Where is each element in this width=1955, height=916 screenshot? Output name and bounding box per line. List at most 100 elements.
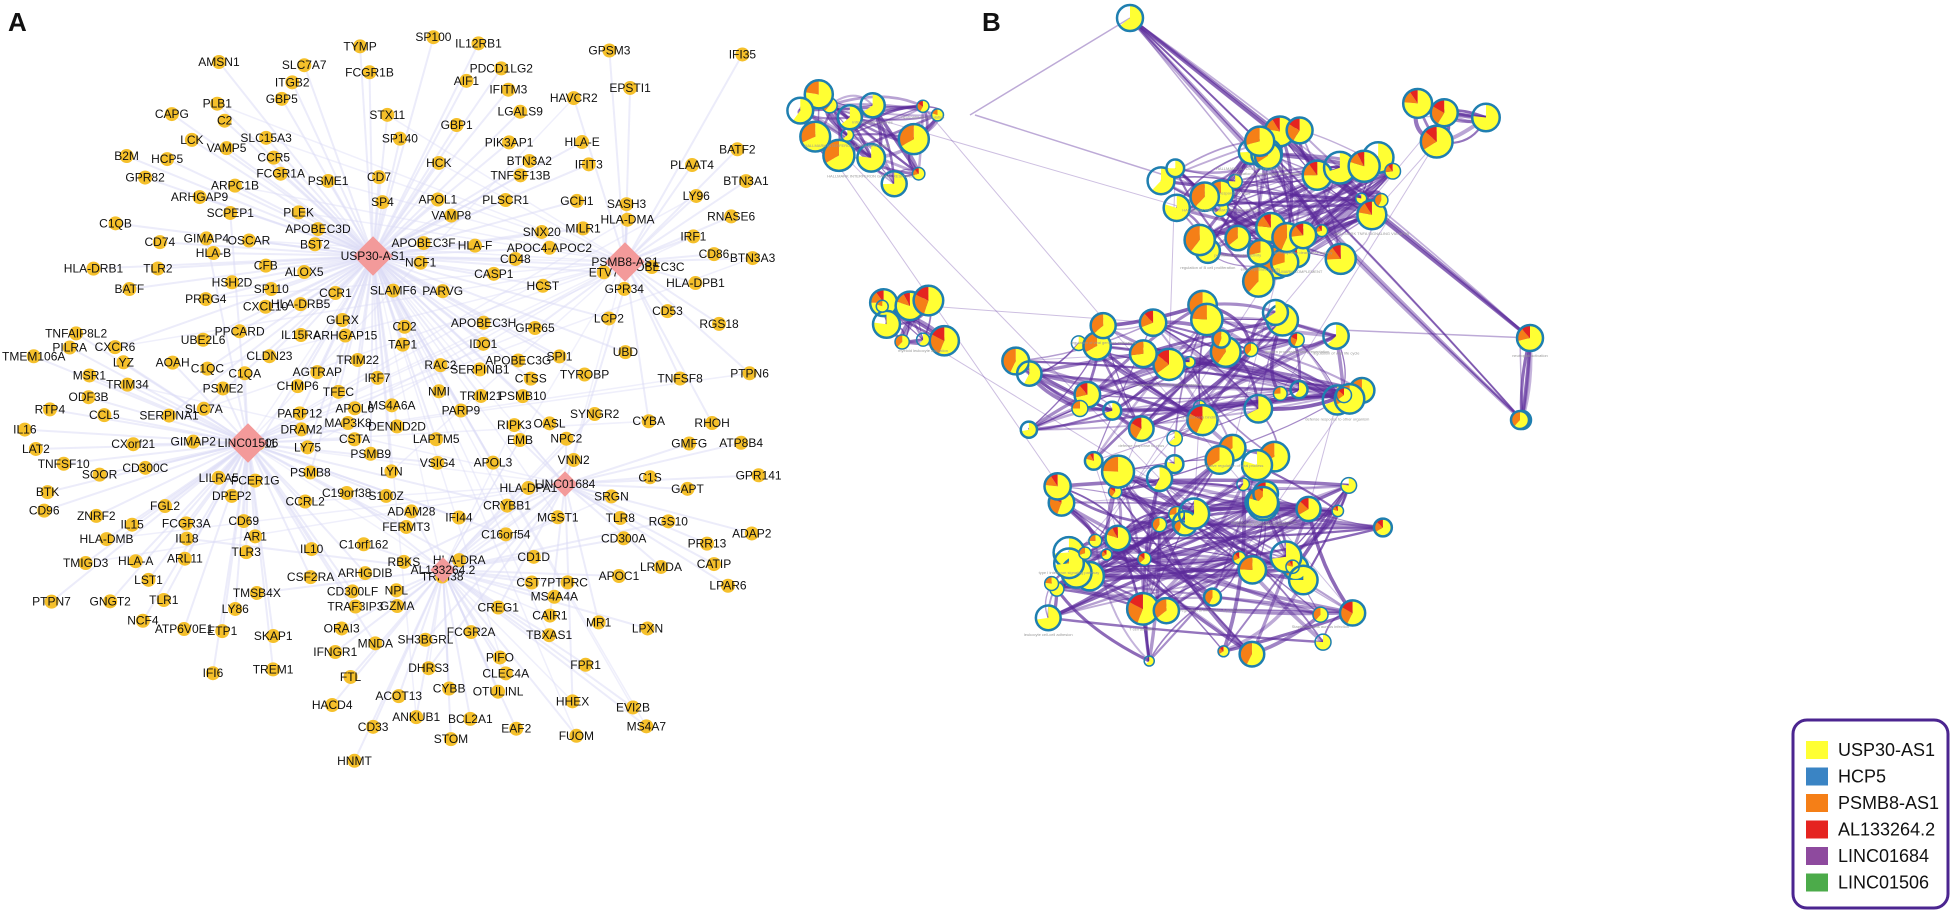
gene-node: LY75 [294, 440, 321, 455]
edge-a [624, 164, 693, 263]
edge-a [131, 442, 249, 526]
gene-node-circle [266, 662, 281, 677]
gene-node-circle [224, 488, 239, 503]
pie-slice [1050, 473, 1058, 487]
edge-b [1157, 523, 1254, 656]
gene-label: CAPG [155, 107, 189, 121]
pie-outline [1083, 450, 1104, 471]
gene-label: CD96 [29, 504, 60, 518]
edge-b [1060, 501, 1321, 617]
pie-slice [1308, 160, 1318, 176]
gene-node-circle [472, 362, 487, 377]
gene-node-circle [418, 632, 433, 647]
gene-node-circle [356, 537, 371, 552]
gene-node-circle [673, 371, 688, 386]
gene-node: MS4A7 [627, 719, 666, 734]
gene-node-circle [328, 286, 343, 301]
gene-label: OTULINL [473, 685, 524, 699]
gene-node-circle [661, 514, 676, 529]
pie-slice [1089, 452, 1094, 461]
gene-node-circle [228, 601, 243, 616]
pie-outline [1217, 645, 1230, 658]
gene-node: PPCARD [215, 324, 265, 339]
gene-node: TRAF3IP3 [327, 599, 384, 614]
gene-node-circle [232, 324, 247, 339]
pie-slice [1375, 518, 1392, 537]
gene-label: VAMP8 [431, 209, 471, 223]
gene-label: CLEC4A [482, 666, 529, 680]
pie-slice [1517, 328, 1530, 342]
gene-node: TLR1 [149, 593, 179, 608]
gene-node-circle [362, 65, 377, 80]
gene-label: PLSCR1 [482, 193, 529, 207]
gene-node-circle [179, 516, 194, 531]
gene-label: HLA-DPB1 [666, 276, 725, 290]
pie-slice [1347, 600, 1366, 626]
edge-a [386, 114, 626, 263]
pie-outline [1104, 524, 1132, 552]
gene-node: TLR8 [606, 511, 635, 526]
edge-a [372, 255, 544, 287]
gene-node-circle [513, 104, 528, 119]
gene-label: LILRA5 [199, 471, 239, 485]
gene-label: TFEC [323, 385, 355, 399]
pie-slice [804, 80, 819, 95]
gene-node-circle [158, 499, 173, 514]
pie-outline [916, 99, 930, 114]
gene-label: APOL3 [474, 456, 513, 470]
gene-node-circle [152, 235, 167, 250]
pie-node [1312, 606, 1329, 623]
gene-node: GBP5 [266, 91, 298, 106]
edge-a [265, 137, 374, 257]
gene-node-circle [217, 113, 232, 128]
pie-outline [880, 170, 908, 198]
gene-node-circle [186, 434, 201, 449]
gene-node: CLEC4A [482, 666, 529, 681]
gene-node: IL10 [300, 542, 324, 557]
gene-node: IL12RB1 [455, 36, 502, 51]
gene-node-circle [310, 222, 325, 237]
gene-node: EPSTI1 [609, 80, 651, 95]
pie-slice [1101, 550, 1107, 557]
edge-b [1092, 318, 1284, 462]
gene-node: LY86 [222, 601, 249, 616]
gene-node-circle [210, 96, 225, 111]
gene-node-circle [596, 265, 611, 280]
legend-item: USP30-AS1 [1806, 740, 1935, 760]
gene-label: MS4A4A [531, 590, 578, 604]
gene-node-circle [42, 402, 57, 417]
edge-b [1129, 17, 1291, 216]
legend-swatch [1806, 820, 1828, 839]
pie-slice [1078, 547, 1086, 556]
gene-node: TFEC [323, 384, 355, 399]
edge-a [247, 442, 312, 578]
gene-node: SLC7A7 [282, 58, 327, 73]
gene-label: IFIT3 [575, 157, 603, 171]
gene-label: BTN3A3 [730, 251, 776, 265]
gene-node-circle [426, 30, 441, 45]
gene-node: GZMA [380, 599, 415, 614]
pie-slice [1168, 506, 1177, 515]
pie-outline [1128, 339, 1158, 369]
gene-node: UBD [613, 345, 638, 360]
gene-node-circle [547, 589, 562, 604]
edge-a [564, 483, 753, 535]
pie-node [1138, 308, 1168, 338]
pie-slice [1290, 332, 1298, 340]
gene-node-circle [215, 624, 230, 639]
pie-node [1372, 517, 1394, 538]
gene-node-circle [442, 681, 457, 696]
pie-slice [1156, 598, 1179, 624]
gene-label: AMSN1 [198, 55, 240, 69]
gene-node: LAPTM5 [413, 432, 460, 447]
gene-label: TREM1 [253, 662, 294, 676]
gene-node-circle [120, 377, 135, 392]
gene-node-circle [227, 178, 242, 193]
gene-label: CHMP6 [277, 379, 319, 393]
pie-node [894, 334, 910, 350]
edge-a [225, 147, 374, 257]
gene-label: CAIR1 [532, 609, 568, 623]
gene-node-circle [550, 510, 565, 525]
gene-label: CREG1 [478, 601, 520, 615]
pie-outline [1240, 448, 1274, 482]
